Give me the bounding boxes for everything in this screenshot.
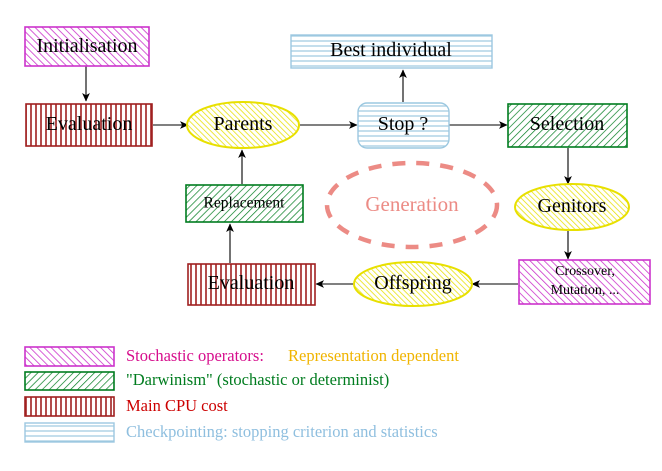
legend-item-checkpointing: Checkpointing: stopping criterion and st… xyxy=(24,422,438,443)
legend-swatch-magenta xyxy=(24,346,115,367)
node-best-individual[interactable]: Best individual xyxy=(290,34,493,69)
legend-label-representation-dependent: Representation dependent xyxy=(288,346,459,365)
legend-item-darwinism: "Darwinism" (stochastic or determinist) xyxy=(24,370,389,391)
node-replacement-label: Replacement xyxy=(204,195,286,212)
node-selection-label: Selection xyxy=(530,113,604,135)
node-evaluation-bottom[interactable]: Evaluation xyxy=(187,263,316,306)
node-stop[interactable]: Stop ? xyxy=(357,102,450,149)
legend: Stochastic operators: Representation dep… xyxy=(24,346,459,443)
node-genitors-label: Genitors xyxy=(538,195,607,217)
node-generation-annotation: Generation xyxy=(324,160,500,250)
node-crossover-label-line2: Mutation, ... xyxy=(551,283,620,298)
node-initialisation[interactable]: Initialisation xyxy=(24,26,150,67)
node-crossover-label-line1: Crossover, xyxy=(555,264,615,279)
node-stop-label: Stop ? xyxy=(378,113,429,135)
legend-label-checkpointing: Checkpointing: stopping criterion and st… xyxy=(126,422,438,441)
legend-swatch-blue xyxy=(24,422,115,443)
legend-item-main-cpu-cost: Main CPU cost xyxy=(24,396,228,417)
node-genitors[interactable]: Genitors xyxy=(514,183,630,231)
node-offspring-label: Offspring xyxy=(374,272,451,294)
legend-item-stochastic-operators: Stochastic operators: Representation dep… xyxy=(24,346,459,367)
node-evaluation-top[interactable]: Evaluation xyxy=(25,103,153,147)
node-evaluation-top-label: Evaluation xyxy=(46,113,133,135)
node-crossover-mutation[interactable]: Crossover, Mutation, ... xyxy=(518,259,651,305)
node-parents-label: Parents xyxy=(214,113,273,135)
edge-layer xyxy=(82,66,572,288)
node-parents[interactable]: Parents xyxy=(186,101,300,149)
legend-label-stochastic-operators: Stochastic operators: xyxy=(126,346,264,365)
node-best-individual-label: Best individual xyxy=(330,39,452,61)
node-selection[interactable]: Selection xyxy=(507,103,628,148)
legend-label-main-cpu-cost: Main CPU cost xyxy=(126,396,228,415)
node-evaluation-bottom-label: Evaluation xyxy=(208,272,295,294)
node-generation-label: Generation xyxy=(365,192,459,216)
legend-swatch-green xyxy=(24,371,115,391)
legend-label-darwinism: "Darwinism" (stochastic or determinist) xyxy=(126,370,389,389)
node-offspring[interactable]: Offspring xyxy=(353,261,473,307)
legend-swatch-red xyxy=(24,396,115,417)
node-initialisation-label: Initialisation xyxy=(36,35,137,57)
node-replacement[interactable]: Replacement xyxy=(185,184,304,223)
